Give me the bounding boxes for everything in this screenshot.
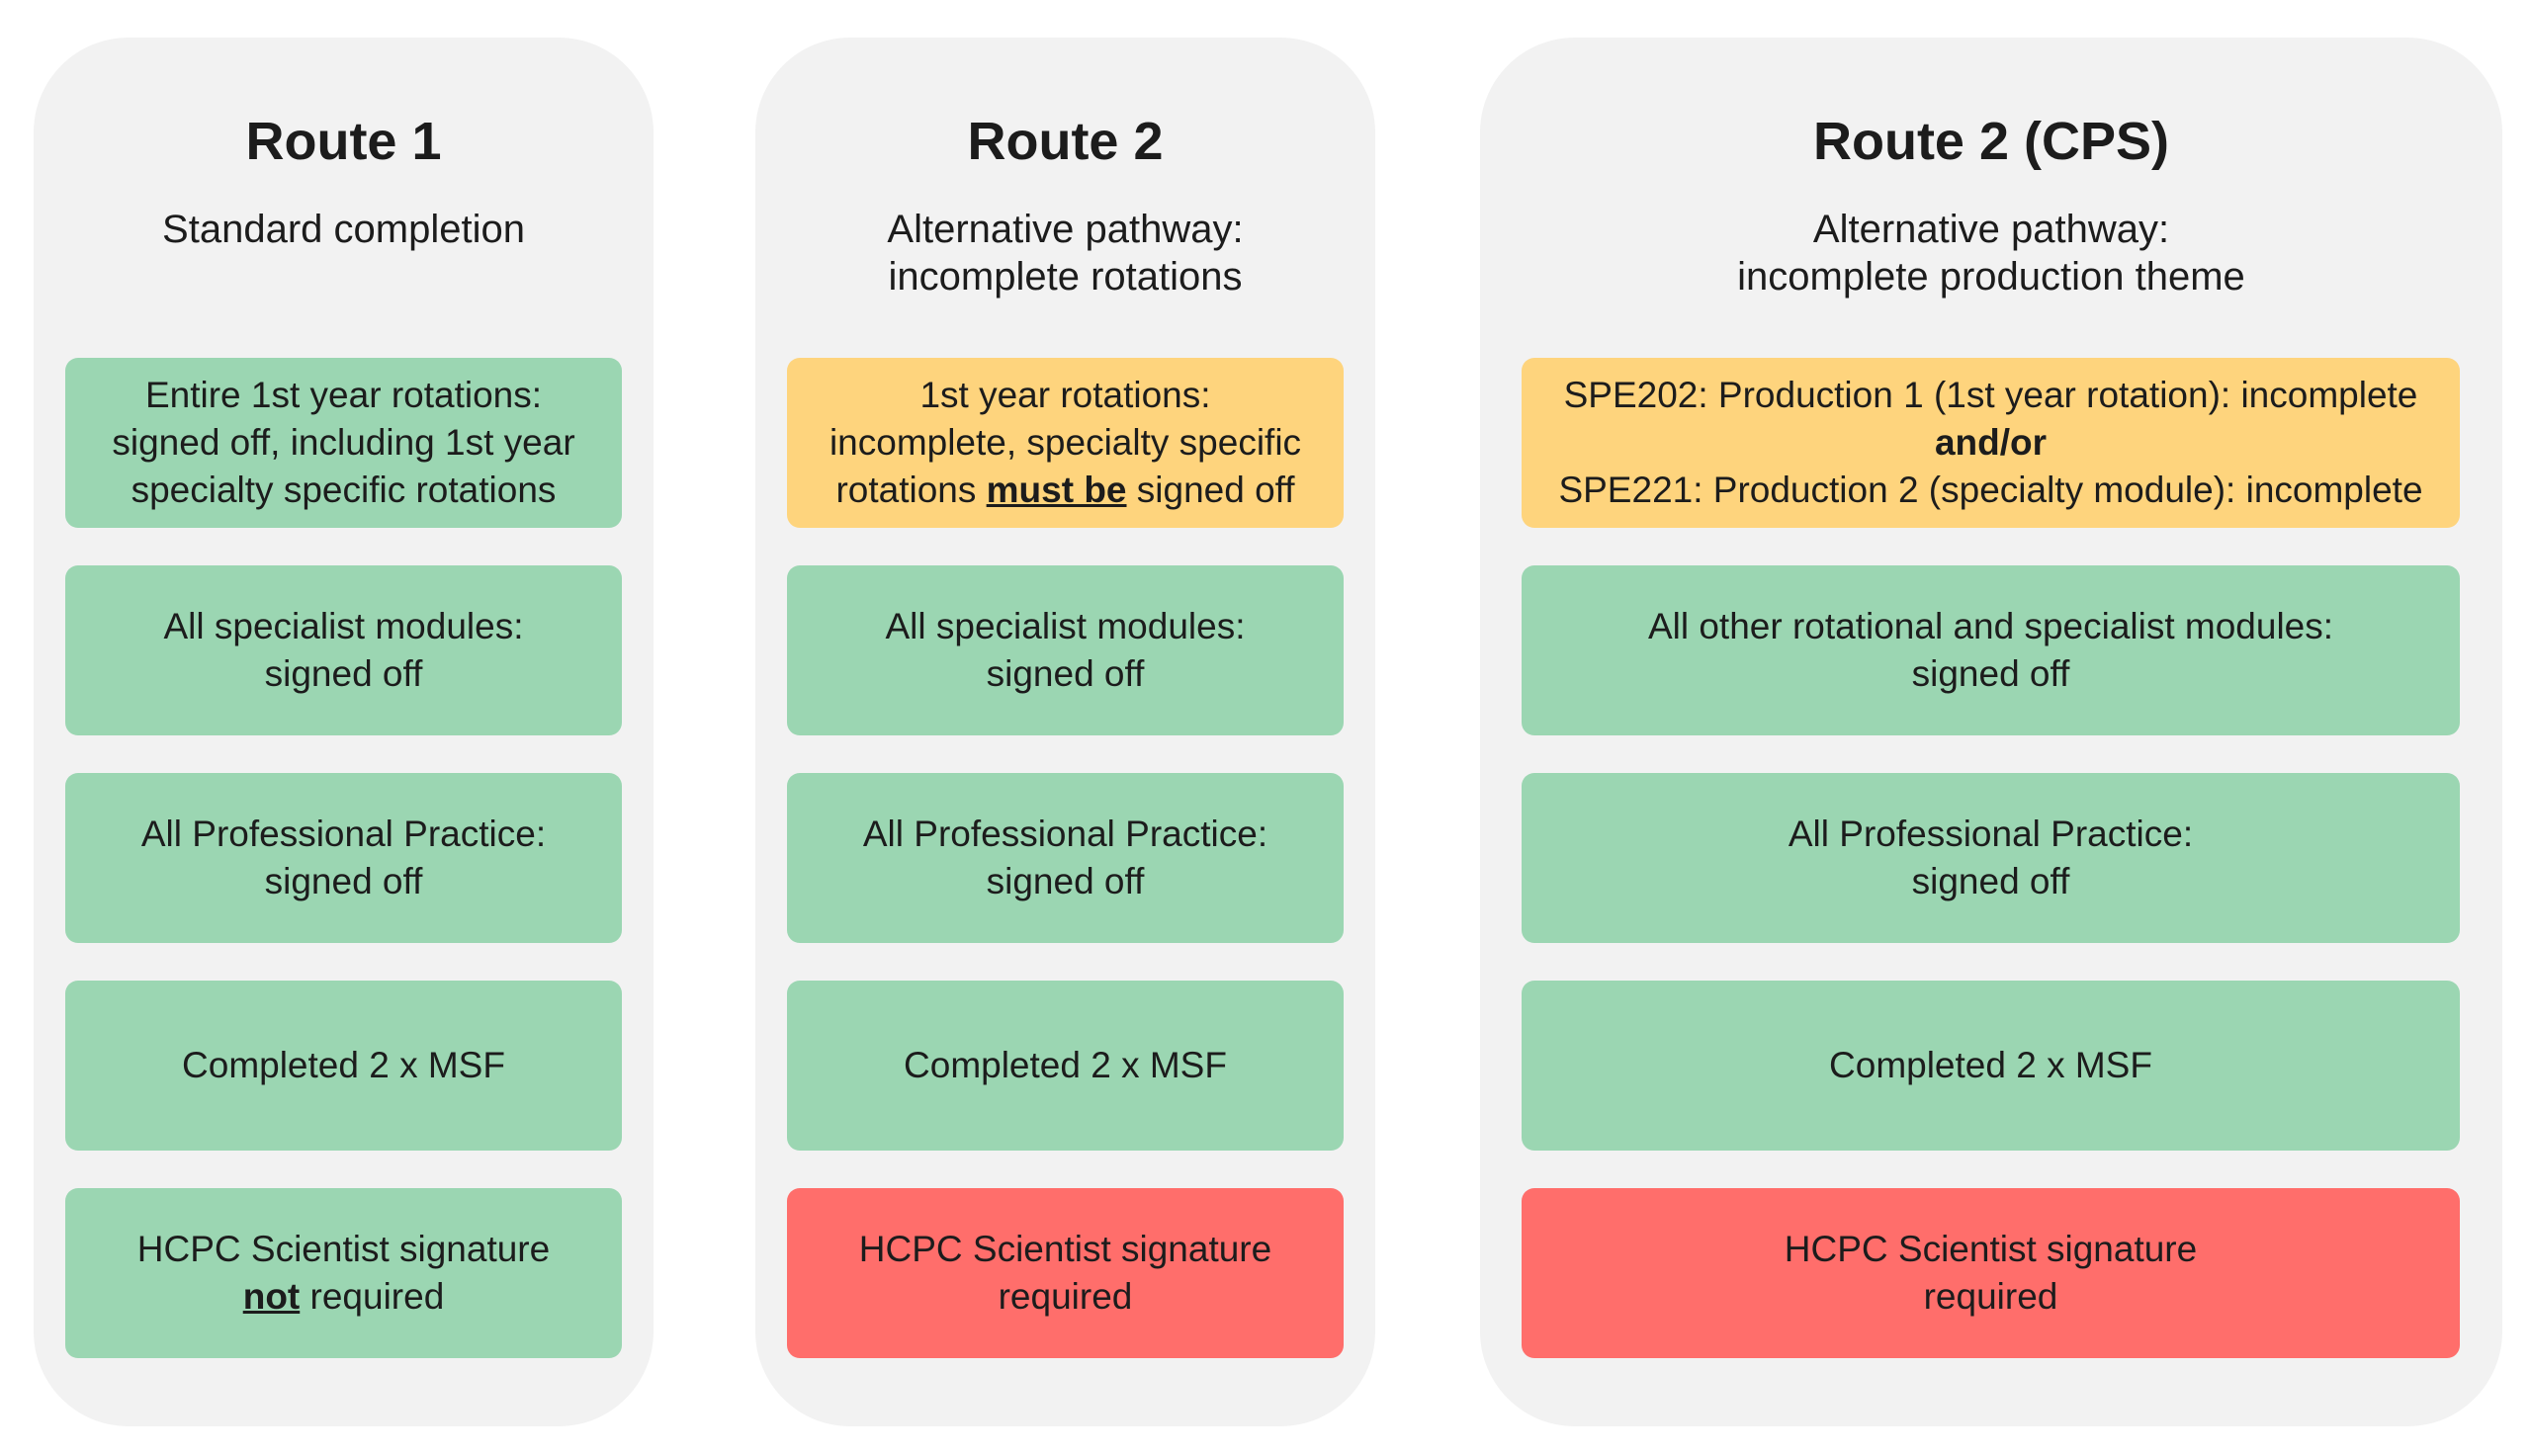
route-2-signature-line-1: HCPC Scientist signature <box>858 1229 1272 1269</box>
route-2-cps-signature-box: HCPC Scientist signature required <box>1522 1188 2460 1358</box>
route-1-signature-box: HCPC Scientist signature not required <box>65 1188 622 1358</box>
route-2-msf-box: Completed 2 x MSF <box>787 981 1344 1151</box>
route-2-rotations-line-2: incomplete, specialty specific <box>829 422 1302 463</box>
route-2-cps-subtitle-line-1: Alternative pathway: <box>1812 208 2170 251</box>
route-2-cps-modules-box: All other rotational and specialist modu… <box>1522 565 2460 735</box>
route-2-rotations-box: 1st year rotations: incomplete, specialt… <box>787 358 1344 528</box>
route-2-msf-line: Completed 2 x MSF <box>904 1045 1227 1085</box>
route-2-cps-production-line-1: SPE202: Production 1 (1st year rotation)… <box>1563 375 2418 415</box>
route-2-professional-practice-box: All Professional Practice: signed off <box>787 773 1344 943</box>
route-2-cps-practice-line-1: All Professional Practice: <box>1788 814 2194 854</box>
route-1-signature-rest: required <box>300 1276 445 1317</box>
route-2-practice-line-2: signed off <box>986 861 1145 901</box>
route-2-signature-line-2: required <box>998 1276 1133 1317</box>
route-1-professional-practice-box: All Professional Practice: signed off <box>65 773 622 943</box>
route-1-rotations-line-1: Entire 1st year rotations: <box>144 375 543 415</box>
route-1-msf-line: Completed 2 x MSF <box>182 1045 505 1085</box>
route-2-rotations-line-1: 1st year rotations: <box>919 375 1211 415</box>
route-2-subtitle-line-1: Alternative pathway: <box>887 208 1244 251</box>
route-2-cps-title: Route 2 (CPS) <box>1812 112 2170 171</box>
route-2-cps-modules-line-1: All other rotational and specialist modu… <box>1647 606 2334 646</box>
route-2-rotations-emphasis: must be <box>986 470 1127 510</box>
route-2-subtitle: Alternative pathway: incomplete rotation… <box>755 206 1375 300</box>
route-2-cps-production-box: SPE202: Production 1 (1st year rotation)… <box>1522 358 2460 528</box>
route-2-rotations-post: signed off <box>1126 470 1295 510</box>
route-2-specialist-line-2: signed off <box>986 653 1145 694</box>
route-2-practice-line-1: All Professional Practice: <box>862 814 1268 854</box>
route-1-rotations-box: Entire 1st year rotations: signed off, i… <box>65 358 622 528</box>
route-2-rotations-line-3: rotations must be signed off <box>835 467 1294 514</box>
route-2-cps-signature-line-2: required <box>1923 1276 2058 1317</box>
route-1-signature-line-2: not required <box>243 1273 445 1321</box>
route-2-cps-msf-box: Completed 2 x MSF <box>1522 981 2460 1151</box>
route-2-subtitle-line-2: incomplete rotations <box>888 255 1243 299</box>
route-1-specialist-line-2: signed off <box>264 653 423 694</box>
route-2-specialist-modules-box: All specialist modules: signed off <box>787 565 1344 735</box>
route-1-specialist-line-1: All specialist modules: <box>163 606 524 646</box>
route-2-cps-production-andor: and/or <box>1934 422 2048 463</box>
route-2-cps-practice-line-2: signed off <box>1911 861 2070 901</box>
route-2-cps-subtitle: Alternative pathway: incomplete producti… <box>1480 206 2502 300</box>
route-2-cps-msf-line: Completed 2 x MSF <box>1829 1045 2152 1085</box>
route-2-cps-production-line-3: SPE221: Production 2 (specialty module):… <box>1558 470 2423 510</box>
route-1-signature-emphasis: not <box>242 1276 301 1317</box>
route-2-cps-panel: Route 2 (CPS) Alternative pathway: incom… <box>1480 38 2502 1426</box>
route-2-cps-professional-practice-box: All Professional Practice: signed off <box>1522 773 2460 943</box>
route-1-rotations-line-3: specialty specific rotations <box>131 470 557 510</box>
route-2-cps-signature-line-1: HCPC Scientist signature <box>1784 1229 2198 1269</box>
route-1-title: Route 1 <box>245 112 442 171</box>
route-1-msf-box: Completed 2 x MSF <box>65 981 622 1151</box>
route-2-cps-modules-line-2: signed off <box>1911 653 2070 694</box>
route-2-panel: Route 2 Alternative pathway: incomplete … <box>755 38 1375 1426</box>
route-2-signature-box: HCPC Scientist signature required <box>787 1188 1344 1358</box>
route-1-panel: Route 1 Standard completion Entire 1st y… <box>34 38 654 1426</box>
route-1-practice-line-1: All Professional Practice: <box>140 814 547 854</box>
route-2-cps-subtitle-line-2: incomplete production theme <box>1737 255 2245 299</box>
route-1-subtitle: Standard completion <box>34 206 654 253</box>
route-1-subtitle-text: Standard completion <box>162 208 525 251</box>
route-1-rotations-line-2: signed off, including 1st year <box>112 422 575 463</box>
route-1-practice-line-2: signed off <box>264 861 423 901</box>
route-1-signature-line-1: HCPC Scientist signature <box>136 1229 551 1269</box>
route-2-specialist-line-1: All specialist modules: <box>885 606 1246 646</box>
route-2-rotations-pre: rotations <box>835 470 987 510</box>
route-1-specialist-modules-box: All specialist modules: signed off <box>65 565 622 735</box>
route-2-title: Route 2 <box>967 112 1164 171</box>
